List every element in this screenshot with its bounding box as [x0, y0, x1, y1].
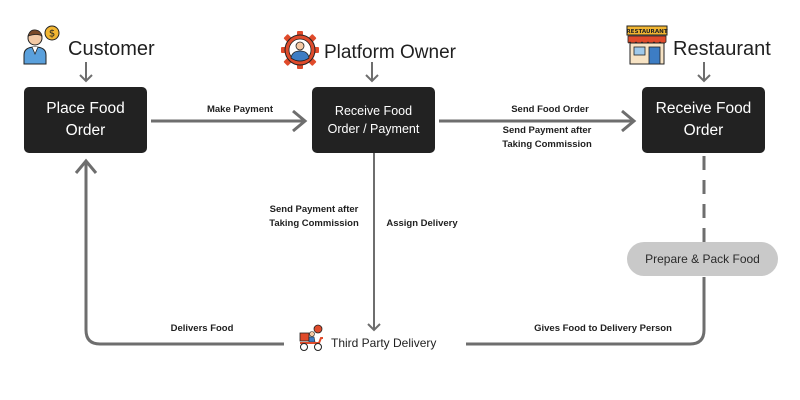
delivery-scooter-icon [299, 324, 323, 351]
customer-dollar-icon: $ [23, 25, 60, 65]
place-food-order-box: Place Food Order [24, 87, 147, 153]
delivers-food-arrowhead [74, 158, 98, 174]
title-arrows [79, 62, 711, 83]
gear-person-icon [281, 31, 319, 69]
restaurant-sign-text: RESTAURANT [626, 29, 668, 35]
send-food-order-arrow [439, 109, 637, 133]
gives-food-connector [466, 277, 706, 346]
receive-food-order-box: Receive Food Order [642, 87, 765, 153]
customer-title: Customer [68, 38, 155, 60]
storefront-icon: RESTAURANT [626, 25, 668, 65]
platform-owner-title: Platform Owner [324, 42, 456, 63]
send-payment-restaurant-label: Send Payment after Taking Commission [502, 125, 592, 151]
assign-delivery-arrow [367, 153, 381, 332]
make-payment-label: Make Payment [206, 104, 273, 115]
assign-delivery-label: Assign Delivery [386, 218, 458, 229]
receive-order-payment-box: Receive Food Order / Payment [312, 87, 435, 153]
send-food-order-label: Send Food Order [511, 104, 589, 115]
make-payment-arrow [151, 109, 308, 133]
gives-food-label: Gives Food to Delivery Person [534, 323, 672, 334]
delivers-food-label: Delivers Food [170, 323, 234, 334]
delivers-food-arrow [84, 162, 284, 346]
send-payment-delivery-label: Send Payment after Taking Commission [269, 204, 359, 230]
restaurant-title: Restaurant [673, 38, 771, 60]
third-party-delivery-label: Third Party Delivery [331, 336, 437, 350]
prepare-pack-step: Prepare & Pack Food [627, 242, 778, 276]
svg-text:$: $ [49, 29, 55, 40]
